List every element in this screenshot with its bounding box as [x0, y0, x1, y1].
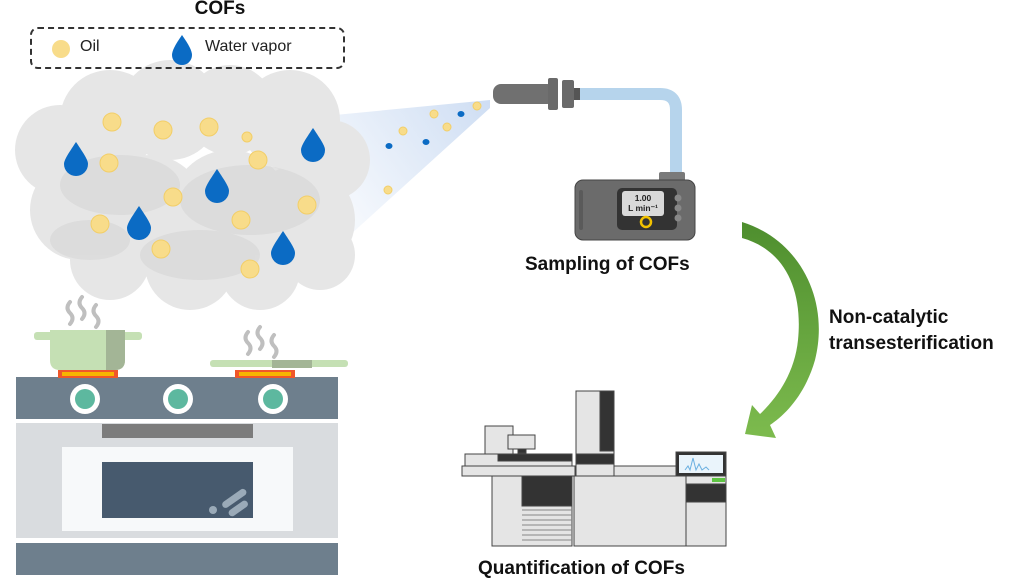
process-label-line2: transesterification — [829, 333, 994, 354]
stove-knobs — [70, 384, 288, 414]
stove — [16, 370, 338, 575]
quantification-label: Quantification of COFs — [478, 558, 685, 579]
legend: Oil Water vapor — [30, 27, 345, 69]
flow-display: 1.00 L min⁻¹ — [622, 193, 664, 213]
gc-ms-instrument — [461, 390, 727, 547]
oil-legend-icon — [52, 40, 70, 58]
frying-pan — [210, 360, 348, 368]
water-droplets — [64, 111, 465, 265]
sampling-nozzle — [493, 78, 580, 110]
process-label-line1: Non-catalytic — [829, 307, 949, 328]
steam — [65, 295, 279, 359]
legend-water-vapor-label: Water vapor — [205, 38, 292, 55]
process-label: Non-catalytic transesterification — [829, 305, 994, 357]
oil-particles — [90, 101, 482, 279]
water-legend-icon — [172, 35, 192, 65]
flow-value: 1.00 — [634, 193, 652, 203]
process-arrow — [742, 222, 819, 438]
suction-beam — [330, 100, 490, 235]
sampling-tube — [580, 88, 682, 176]
diagram-title: COFs — [194, 0, 246, 19]
sampling-label: Sampling of COFs — [525, 254, 690, 275]
flow-unit: L min⁻¹ — [628, 203, 658, 213]
sampler-pump — [574, 172, 696, 241]
legend-oil-label: Oil — [80, 38, 100, 55]
cooking-pot — [34, 330, 142, 370]
